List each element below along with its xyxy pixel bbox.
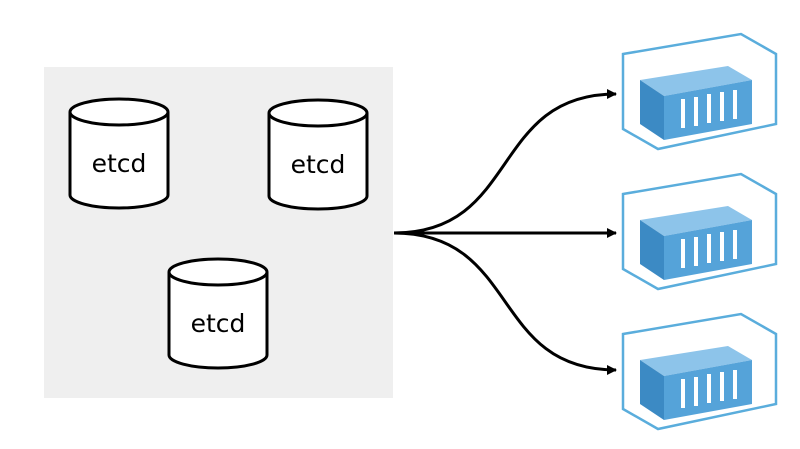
container-icon [621, 172, 778, 291]
etcd-database-1: etcd [68, 97, 170, 210]
etcd-database-2: etcd [267, 98, 369, 211]
etcd-database-3: etcd [167, 257, 269, 370]
arrow-to-container-3 [393, 231, 617, 375]
container-icon [621, 32, 778, 151]
etcd-label-2: etcd [291, 150, 346, 179]
etcd-label-1: etcd [92, 149, 147, 178]
etcd-label-3: etcd [191, 309, 246, 338]
container-icon [621, 312, 778, 431]
arrow-to-container-1 [393, 89, 617, 235]
